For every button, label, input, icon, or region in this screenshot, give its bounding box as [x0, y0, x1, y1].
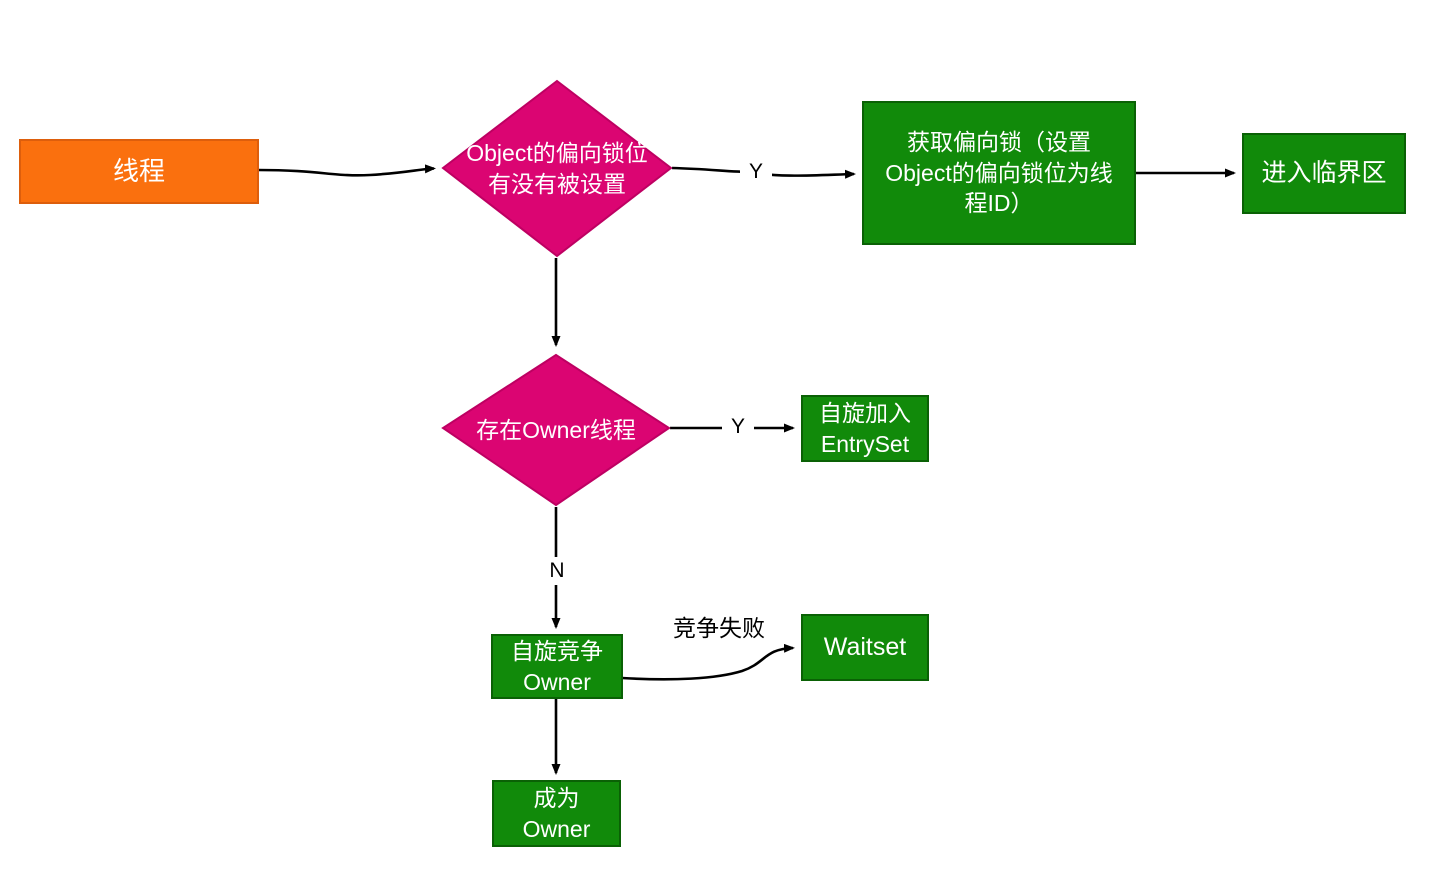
enter-critical-section-box — [1242, 133, 1406, 214]
biased-lock-decision-diamond — [441, 79, 673, 258]
become-owner-box — [492, 780, 621, 847]
acquire-biased-lock-box — [862, 101, 1136, 245]
arrow-thread-to-biased-decision — [257, 164, 436, 177]
spin-join-entryset-box — [801, 395, 929, 462]
arrow-spin-compete-to-waitset — [621, 643, 795, 681]
waitset-box — [801, 614, 929, 681]
thread-box — [19, 139, 259, 204]
spin-compete-owner-box — [491, 634, 623, 699]
arrow-biased-decision-to-acquire — [671, 166, 856, 179]
owner-exists-decision-diamond — [441, 353, 671, 507]
